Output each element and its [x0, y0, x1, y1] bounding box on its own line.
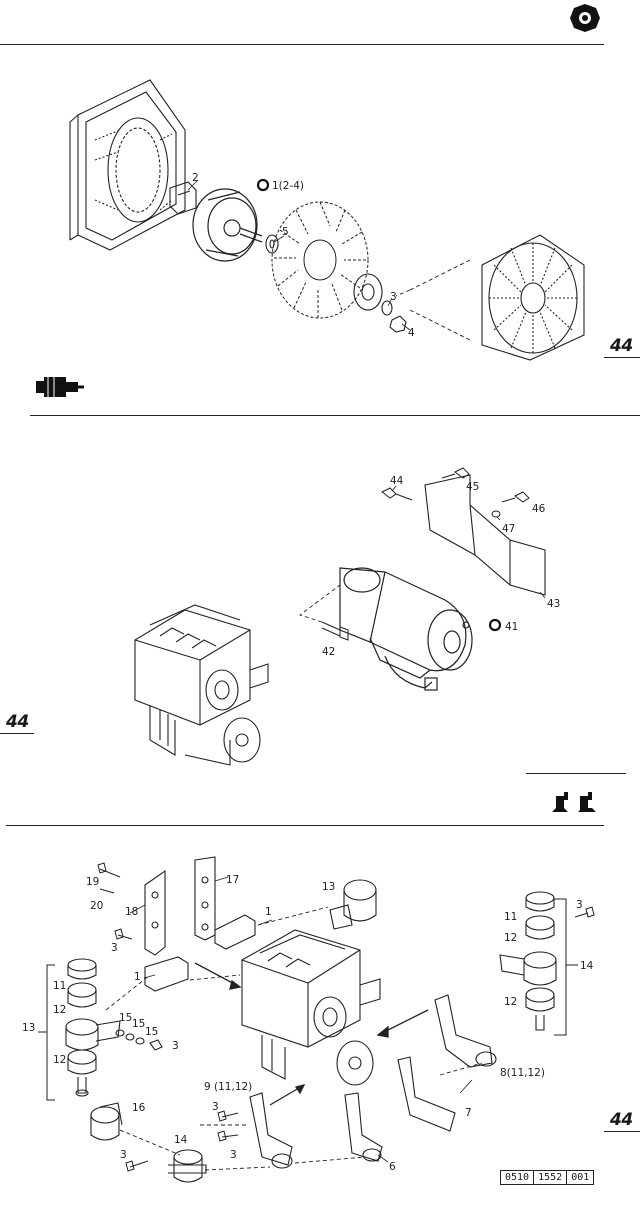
page-number: 44: [610, 1110, 633, 1130]
kit-ring-icon: [488, 618, 502, 632]
callout: 1: [134, 971, 141, 983]
callout: 12: [504, 932, 517, 944]
page-number: 44: [6, 712, 29, 732]
drawing-ref-part: 1552: [534, 1171, 568, 1184]
starter-motor-part: [339, 567, 473, 691]
engine-mounts-drawing: 19 20 18 17 13 1 3 1 11 12 13 15 15 15 3…: [22, 856, 595, 1183]
drawing-reference: 0510 1552 001: [500, 1170, 595, 1185]
callout: 45: [466, 481, 479, 493]
callout: 47: [502, 523, 515, 535]
callout: 18: [125, 906, 138, 918]
callout: 4: [408, 327, 415, 339]
mounting-bolts: [381, 467, 530, 518]
pulley-part: [353, 273, 407, 333]
rubber-mount: [90, 1102, 207, 1183]
engine-mount-icon: [552, 792, 596, 812]
callout: 2: [192, 172, 199, 184]
callout: 11: [504, 911, 517, 923]
page-number-underline: [604, 357, 640, 358]
bolt-part: [321, 621, 349, 641]
callout: 3: [390, 291, 397, 303]
mount-bracket: [144, 856, 216, 956]
callout: 5: [282, 226, 289, 238]
callout: 3: [111, 942, 118, 954]
engine-block: [134, 604, 269, 766]
callout: 43: [547, 598, 560, 610]
kit-ring-icon: [256, 178, 270, 192]
callout: 7: [465, 1107, 472, 1119]
mount-arm: [249, 994, 497, 1169]
callout: 3: [120, 1149, 127, 1161]
mount-block: [144, 914, 256, 992]
callout: 6: [389, 1161, 396, 1173]
callout: 16: [132, 1102, 146, 1114]
fan-impeller: [271, 201, 369, 319]
page-number-underline: [604, 1131, 640, 1132]
callout: 3: [576, 899, 583, 911]
gear-logo-icon: [570, 4, 600, 32]
mounting-bolts: [97, 862, 595, 1172]
callout: 13: [22, 1022, 35, 1034]
drawing-ref-part: 0510: [501, 1171, 535, 1184]
callout: 3: [172, 1040, 179, 1052]
callout: 11: [53, 980, 66, 992]
callout: 42: [322, 646, 335, 658]
callout: 15: [119, 1012, 132, 1024]
callout: 46: [532, 503, 546, 515]
callout: 8(11,12): [500, 1067, 545, 1079]
callout: 1: [265, 906, 272, 918]
callout: 15: [145, 1026, 158, 1038]
header-rule: [0, 44, 604, 45]
heat-shield-part: [424, 474, 546, 596]
mount-stack-left: [65, 958, 163, 1097]
callout: 20: [90, 900, 103, 912]
page-number: 44: [610, 336, 633, 356]
washer-part: [265, 234, 279, 254]
callout: 17: [226, 874, 239, 886]
page-number-underline: [0, 733, 34, 734]
starter-motor-icon: [36, 377, 84, 397]
callout: 12: [53, 1004, 66, 1016]
callout: 12: [504, 996, 517, 1008]
callout: 41: [505, 621, 518, 633]
callout: 14: [580, 960, 594, 972]
callout: 9 (11,12): [204, 1081, 252, 1093]
section-rule: [6, 825, 604, 826]
callout: 14: [174, 1134, 188, 1146]
callout: 12: [53, 1054, 66, 1066]
starter-drawing: 41 42 43 44 45 46 47: [134, 467, 560, 766]
mount-stack-right: [499, 891, 557, 1031]
drawing-ref-part: 001: [571, 1172, 590, 1183]
callout: 1(2-4): [272, 180, 304, 192]
fan-grille-cover: [481, 234, 585, 361]
callout: 15: [132, 1018, 145, 1030]
callout: 44: [390, 475, 404, 487]
callout: 3: [212, 1101, 219, 1113]
engine-block: [241, 929, 381, 1086]
bracket-part: [169, 181, 197, 215]
callout: 3: [230, 1149, 237, 1161]
section-rule: [30, 415, 640, 416]
callout: 19: [86, 876, 99, 888]
short-rule: [526, 773, 626, 774]
fan-shroud: [69, 79, 186, 251]
alternator-fan-drawing: 1(2-4) 2 3 4 5: [69, 79, 585, 361]
alternator-part: [192, 188, 263, 262]
callout: 13: [322, 881, 335, 893]
rubber-mount: [329, 879, 377, 930]
